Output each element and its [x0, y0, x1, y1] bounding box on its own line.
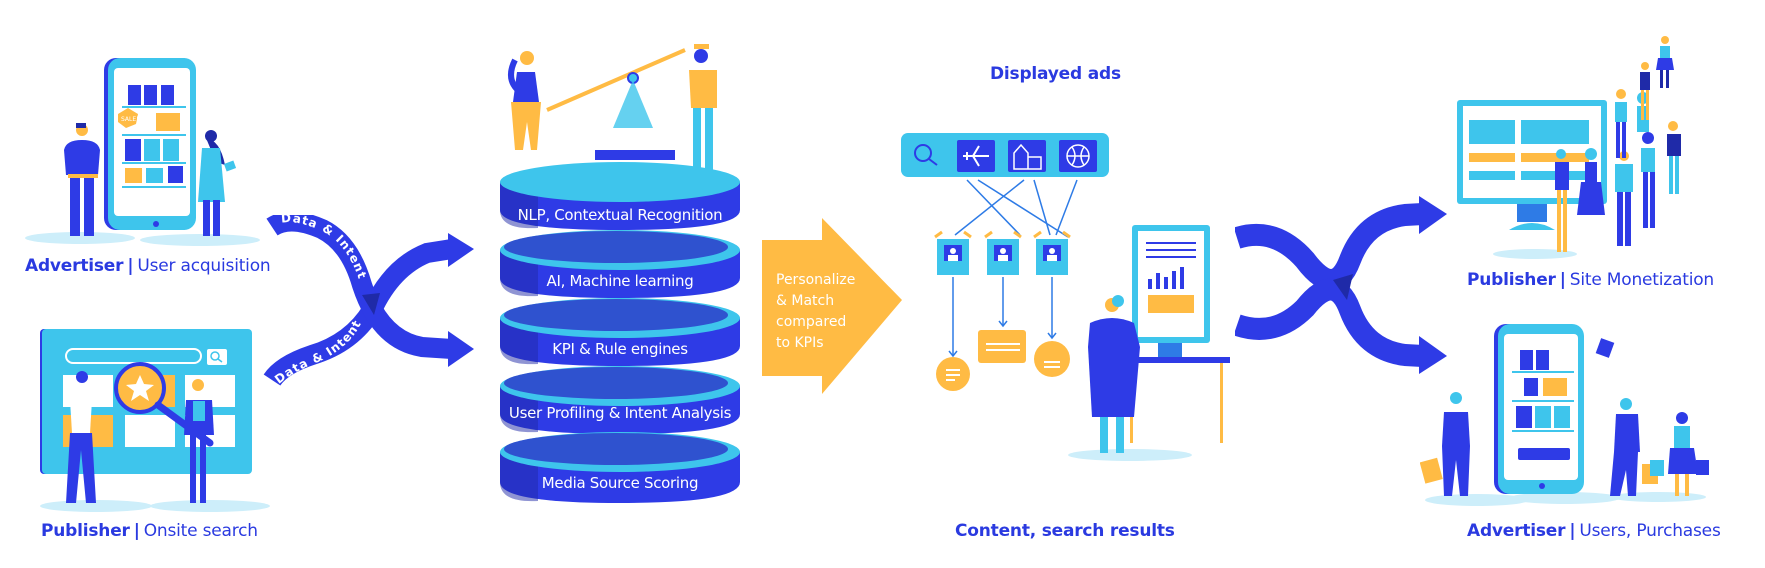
house-icon — [1008, 140, 1046, 172]
caption-role: Advertiser — [1467, 521, 1566, 541]
arrow-head-top — [1419, 196, 1447, 234]
result-item — [978, 330, 1026, 363]
advertiser-users-purchases-illustration — [1420, 320, 1710, 510]
search-icon — [914, 144, 938, 166]
caption-separator: | — [1569, 521, 1576, 541]
sale-badge-text: SALE! — [121, 116, 139, 123]
stack-layer-label: KPI & Rule engines — [552, 340, 688, 358]
arrow-head-top — [448, 233, 474, 267]
stack-layer-label: NLP, Contextual Recognition — [517, 206, 723, 224]
caption-separator: | — [127, 256, 134, 276]
caption-role: Publisher — [41, 521, 130, 541]
caption-separator: | — [1559, 270, 1566, 290]
publisher-onsite-search-illustration — [30, 325, 270, 515]
arrow-head-bottom — [448, 331, 474, 367]
arrow-head-bottom — [1419, 336, 1447, 374]
profile-card — [1033, 230, 1071, 275]
stack-layer: AI, Machine learning — [498, 228, 742, 300]
publisher-onsite-search-caption: Publisher|Onsite search — [41, 521, 258, 541]
technology-stack: NLP, Contextual Recognition AI, Machine … — [498, 160, 742, 505]
arrow-text-line: to KPIs — [776, 335, 824, 351]
airplane-icon — [957, 140, 995, 172]
technology-stack-illustration — [495, 10, 755, 180]
flow-label-bottom: Data & Intent — [272, 317, 363, 386]
stack-layer: User Profiling & Intent Analysis — [498, 364, 742, 436]
arrow-text-line: Personalize — [776, 272, 856, 288]
caption-separator: | — [133, 521, 140, 541]
output-crossing-arrows — [1235, 190, 1450, 380]
stack-layer-label: User Profiling & Intent Analysis — [508, 404, 732, 422]
advertiser-user-acquisition-illustration: SALE! — [20, 50, 260, 250]
advertiser-user-acquisition-caption: Advertiser|User acquisition — [25, 256, 271, 276]
stack-layer: Media Source Scoring — [498, 430, 742, 505]
displayed-ads-title: Displayed ads — [990, 64, 1121, 84]
arrow-text-line: & Match — [776, 293, 835, 309]
arrow-text-line: compared — [776, 314, 847, 330]
result-item — [1034, 341, 1070, 377]
caption-role: Publisher — [1467, 270, 1556, 290]
stack-layer: NLP, Contextual Recognition — [498, 160, 742, 232]
flow-label-top: Data & Intent — [280, 215, 368, 281]
ad-matching-illustration — [920, 177, 1240, 477]
personalize-match-arrow: Personalize & Match compared to KPIs — [762, 218, 902, 398]
svg-text:Data & Intent: Data & Intent — [272, 317, 364, 386]
publisher-site-monetization-caption: Publisher|Site Monetization — [1467, 270, 1714, 290]
advertiser-users-purchases-caption: Advertiser|Users, Purchases — [1467, 521, 1721, 541]
svg-text:Data & Intent: Data & Intent — [280, 215, 369, 281]
caption-description: Site Monetization — [1569, 270, 1714, 290]
stack-layer-label: AI, Machine learning — [546, 272, 694, 290]
profile-card — [984, 230, 1022, 275]
profile-card — [934, 230, 972, 275]
data-intent-crossing-arrows: Data & Intent Data & Intent — [262, 215, 482, 390]
content-search-results-title: Content, search results — [955, 521, 1175, 541]
arrow-text: Personalize & Match compared to KPIs — [776, 270, 855, 354]
stack-layer: KPI & Rule engines — [498, 296, 742, 368]
stack-layer-label: Media Source Scoring — [541, 474, 699, 492]
publisher-site-monetization-illustration — [1455, 30, 1735, 260]
caption-description: Users, Purchases — [1579, 521, 1721, 541]
ball-icon — [1059, 140, 1097, 172]
caption-role: Advertiser — [25, 256, 124, 276]
caption-description: User acquisition — [137, 256, 271, 276]
caption-description: Onsite search — [143, 521, 258, 541]
ad-category-bar — [901, 133, 1109, 177]
